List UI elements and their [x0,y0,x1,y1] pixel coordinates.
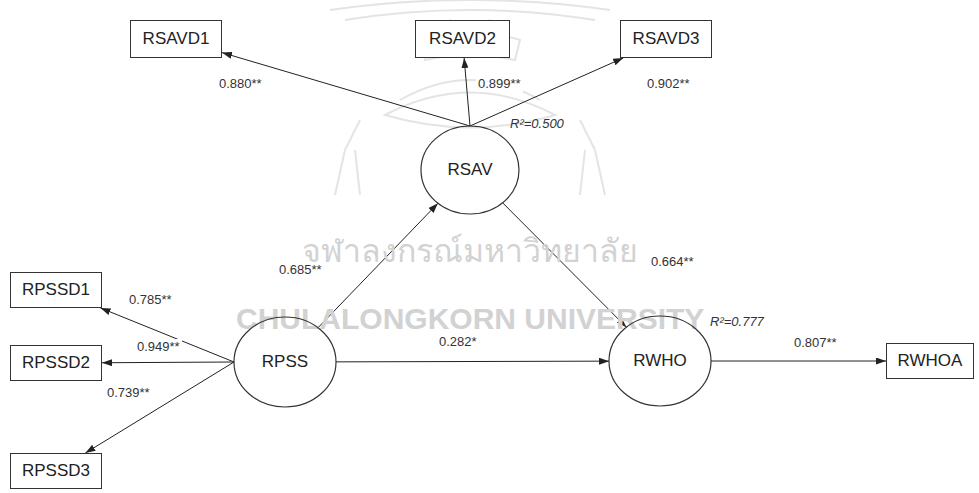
node-name: RSAVD1 [143,30,210,49]
node-name: RWHOA [898,352,963,371]
path-coefficient: 0.282* [437,334,479,350]
indicator-box: RWHOA [886,343,974,379]
indicator-box: RPSSD3 [10,453,102,489]
node-name: RSAVD2 [429,30,496,49]
path-coefficient: 0.807** [792,335,839,351]
latent-circle: RWHO [608,315,712,407]
latent-circle: RPSS [233,316,337,408]
indicator-box: RSAVD2 [415,20,510,58]
indicator-box: RSAVD3 [620,20,712,58]
indicator-box: RPSSD2 [10,345,102,381]
r-squared-label: R²=0.777 [710,315,764,329]
node-name: RPSSD3 [22,462,90,481]
path-coefficient: 0.880** [217,76,264,92]
indicator-box: RSAVD1 [130,20,222,58]
indicator-box: RPSSD1 [10,272,102,308]
r-squared-label: R²=0.500 [510,117,564,131]
node-name: RPSSD2 [22,354,90,373]
path-arrow [85,362,234,453]
path-coefficient: 0.785** [127,292,174,308]
latent-circle: RSAV [420,125,520,215]
path-arrow [470,58,623,126]
node-name: RPSSD1 [22,281,90,300]
path-coefficient: 0.664** [649,254,696,270]
path-coefficient: 0.899** [476,76,523,92]
node-name: RWHO [633,352,687,371]
path-arrow [464,58,470,126]
path-arrow [336,361,609,363]
watermark-text: จุฬาลงกรณ์มหาวิทยาลัย [302,234,638,269]
path-coefficient: 0.949** [135,339,182,355]
path-arrow [101,308,235,362]
node-name: RSAV [447,161,492,180]
path-coefficient: 0.902** [645,76,692,92]
path-coefficient: 0.685** [277,262,324,278]
node-name: RPSS [262,353,308,372]
watermark-text: CHULALONGKORN UNIVERSITY [236,302,704,335]
path-coefficient: 0.739** [105,385,152,401]
node-name: RSAVD3 [633,30,700,49]
path-arrow [102,362,234,364]
path-arrow [711,361,886,362]
